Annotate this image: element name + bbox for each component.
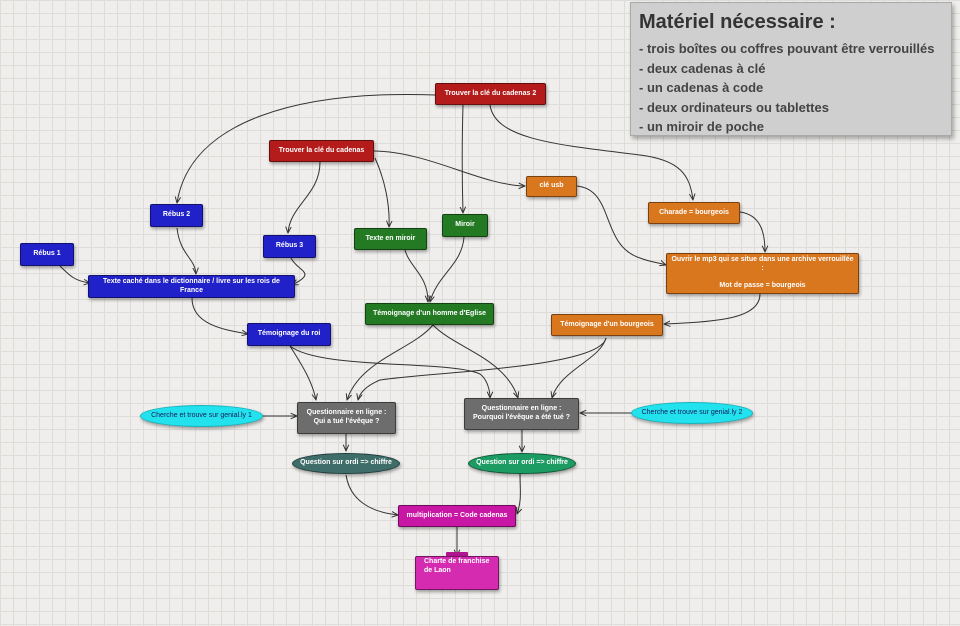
charte-tab (446, 552, 468, 558)
node-temoignage-roi[interactable]: Témoignage du roi (247, 323, 331, 346)
edge-textemiroir-temoignageeglise (404, 249, 428, 302)
node-label: Rébus 2 (162, 211, 191, 219)
node-temoignage-eglise[interactable]: Témoignage d'un homme d'Eglise (365, 303, 494, 325)
node-label: Qui a tué l'évêque ? (313, 418, 380, 425)
node-rebus-1[interactable]: Rébus 1 (20, 243, 74, 266)
node-temoignage-bourgeois[interactable]: Témoignage d'un bourgeois (551, 314, 663, 336)
node-genially-1[interactable]: Cherche et trouve sur genial.ly 1 (140, 405, 263, 427)
edge-trouver2-miroir (462, 104, 463, 213)
edge-trouver1-cleusb (373, 150, 525, 186)
node-trouver-cle-cadenas-2[interactable]: Trouver la clé du cadenas 2 (435, 83, 546, 105)
node-questionnaire-1[interactable]: Questionnaire en ligne : Qui a tué l'évê… (297, 402, 396, 434)
materials-note: Matériel nécessaire : - trois boîtes ou … (630, 2, 952, 136)
node-label: Cherche et trouve sur genial.ly 2 (641, 408, 743, 416)
note-item: - trois boîtes ou coffres pouvant être v… (639, 41, 935, 56)
edge-trouver1-rebus3 (288, 161, 321, 233)
edge-roi-q2 (289, 345, 490, 398)
edge-mp3-temoignagebourgeois (664, 293, 761, 324)
edge-trouver2-charade (489, 104, 693, 200)
node-label: Témoignage d'un homme d'Eglise (372, 309, 486, 317)
node-rebus-3[interactable]: Rébus 3 (263, 235, 316, 258)
edge-roi-q1 (289, 345, 316, 400)
node-cle-usb[interactable]: clé usb (526, 176, 577, 197)
node-label: Rébus 1 (33, 250, 61, 258)
edge-rebus3-textecache (290, 257, 306, 285)
edge-ordi1-multiplication (345, 474, 398, 515)
note-item: - deux cadenas à clé (639, 60, 766, 76)
node-trouver-cle-cadenas[interactable]: Trouver la clé du cadenas (269, 140, 374, 162)
node-label: Trouver la clé du cadenas 2 (444, 89, 537, 97)
node-label: Questionnaire en ligne : (481, 405, 562, 413)
node-texte-cache[interactable]: Texte caché dans le dictionnaire / livre… (88, 275, 295, 298)
node-rebus-2[interactable]: Rébus 2 (150, 204, 203, 227)
node-label: Texte en miroir (365, 234, 416, 242)
node-label: Question sur ordi => chiffre (476, 459, 568, 467)
edge-bourgeois-q2 (552, 337, 607, 398)
node-label: Miroir (455, 221, 475, 229)
edge-eglise-q1 (347, 324, 434, 400)
edge-miroir-temoignageeglise (430, 236, 465, 302)
node-label: de Laon (424, 566, 451, 574)
edge-bourgeois-q1 (358, 337, 607, 400)
edge-charade-mp3 (739, 211, 765, 252)
node-label: Témoignage d'un bourgeois (560, 320, 654, 328)
node-question-ordi-2[interactable]: Question sur ordi => chiffre (468, 453, 576, 474)
node-label: Cherche et trouve sur genial.ly 1 (151, 411, 252, 419)
note-item: - un cadenas à code (639, 80, 764, 95)
edge-eglise-q2 (432, 324, 518, 398)
edge-rebus1-textecache (59, 265, 90, 283)
node-miroir[interactable]: Miroir (442, 214, 488, 237)
node-questionnaire-2[interactable]: Questionnaire en ligne : Pourquoi l'évêq… (464, 398, 579, 430)
node-label: Rébus 3 (275, 242, 304, 250)
node-label: Trouver la clé du cadenas (278, 146, 365, 154)
node-label: Témoignage du roi (257, 330, 321, 338)
node-label: Questionnaire en ligne : (306, 409, 387, 417)
node-label: Pourquoi l'évêque a été tué ? (473, 414, 570, 421)
node-label: Question sur ordi => chiffre (300, 459, 392, 467)
node-label: Charade = bourgeois (659, 208, 729, 216)
edge-trouver1-textemiroir (374, 157, 389, 227)
note-item: - deux ordinateurs ou tablettes (639, 99, 829, 115)
node-label: Charte de franchise (424, 558, 490, 565)
node-multiplication[interactable]: multiplication = Code cadenas (398, 505, 516, 527)
node-charade[interactable]: Charade = bourgeois (648, 202, 740, 224)
node-label: Texte caché dans le dictionnaire / livre… (103, 277, 280, 294)
edge-trouver2-rebus2 (177, 94, 437, 203)
edge-ordi2-multiplication (517, 473, 520, 514)
note-item: - un miroir de poche (639, 119, 764, 134)
node-label: Mot de passe = bourgeois (719, 281, 806, 289)
node-texte-en-miroir[interactable]: Texte en miroir (354, 228, 427, 250)
edge-rebus2-textecache (176, 227, 196, 274)
node-genially-2[interactable]: Cherche et trouve sur genial.ly 2 (631, 402, 753, 424)
edge-textecache-temoignageroi (191, 297, 248, 334)
note-title: Matériel nécessaire : (639, 11, 836, 33)
node-label: Ouvrir le mp3 qui se situe dans une arch… (671, 256, 854, 273)
node-question-ordi-1[interactable]: Question sur ordi => chiffre (292, 453, 400, 474)
node-label: multiplication = Code cadenas (406, 511, 508, 519)
node-label: clé usb (539, 182, 564, 190)
node-charte-franchise[interactable]: Charte de franchise de Laon (415, 556, 499, 590)
node-ouvrir-mp3[interactable]: Ouvrir le mp3 qui se situe dans une arch… (666, 253, 859, 294)
edge-cleusb-mp3 (576, 185, 666, 265)
